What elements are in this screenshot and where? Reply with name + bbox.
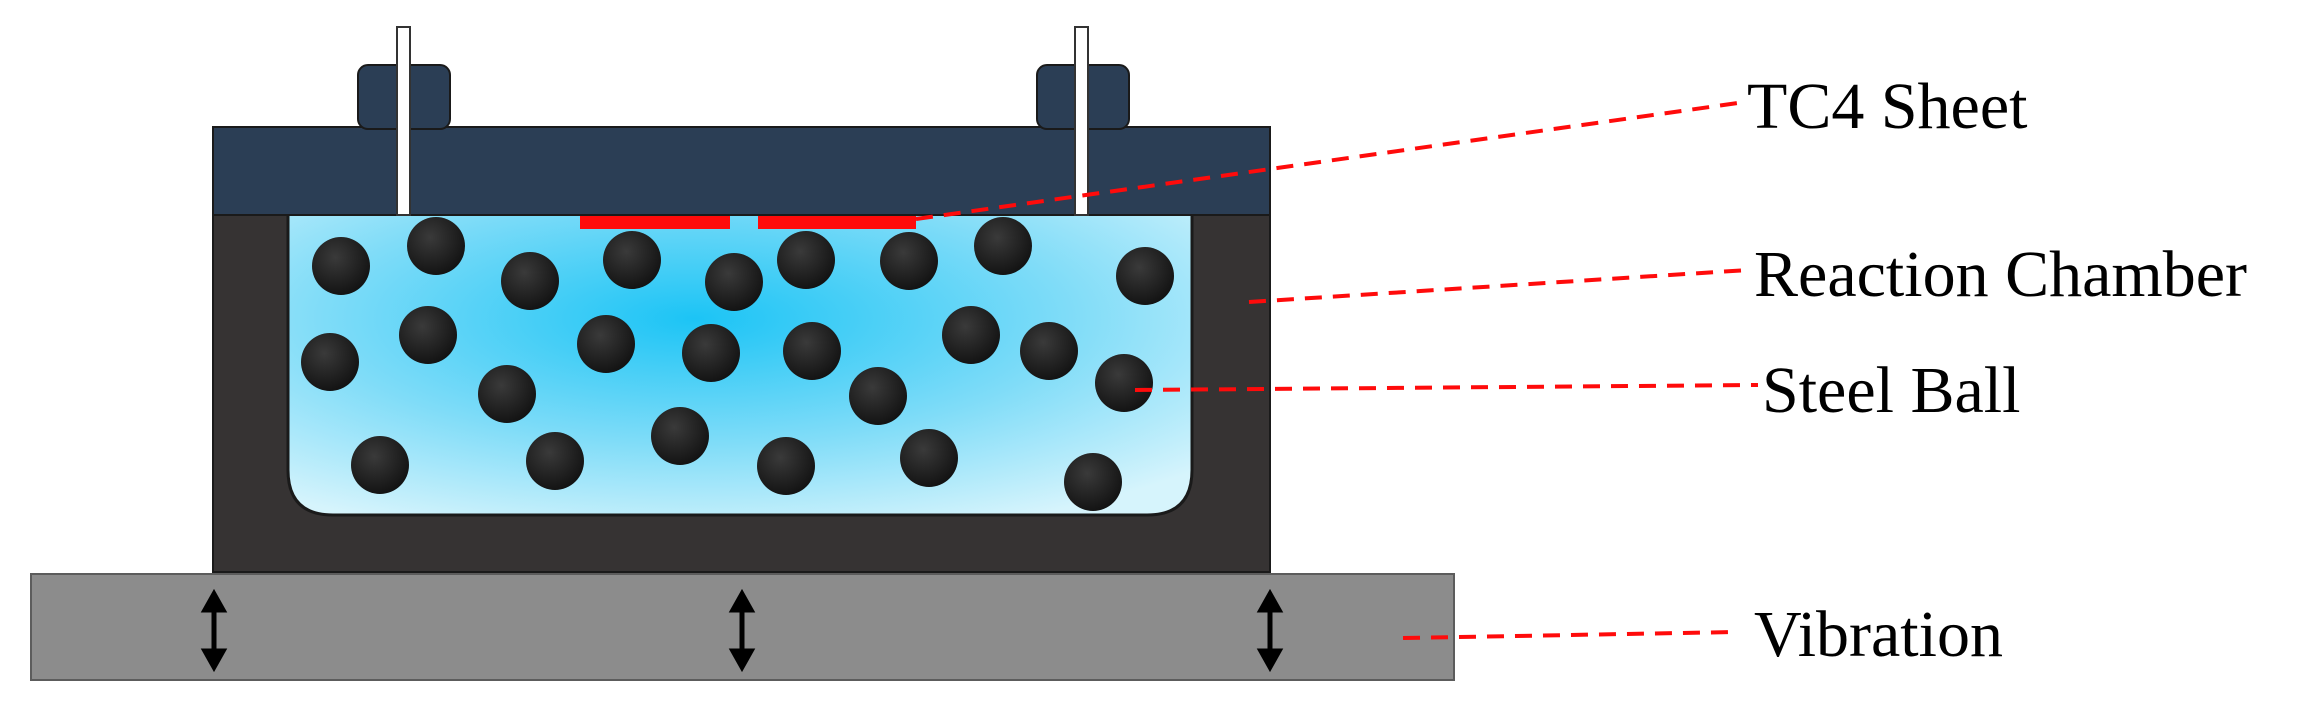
steel-ball (407, 217, 465, 275)
steel-ball (682, 324, 740, 382)
leader-line-reaction-chamber (1248, 268, 1749, 304)
steel-ball (777, 231, 835, 289)
label-tc4-sheet: TC4 Sheet (1747, 70, 2027, 143)
tc4-sheet-left (580, 216, 730, 229)
steel-ball (603, 231, 661, 289)
vibration-arrow-center (728, 588, 756, 673)
steel-ball (880, 232, 938, 290)
steel-ball (478, 365, 536, 423)
steel-ball (351, 436, 409, 494)
steel-ball (1020, 322, 1078, 380)
label-reaction-chamber: Reaction Chamber (1754, 238, 2247, 311)
chamber-lid (212, 126, 1271, 216)
steel-ball (1095, 354, 1153, 412)
steel-ball (526, 432, 584, 490)
steel-ball (974, 217, 1032, 275)
label-vibration: Vibration (1754, 598, 2003, 671)
steel-ball (501, 252, 559, 310)
label-steel-ball: Steel Ball (1762, 354, 2020, 427)
steel-ball (757, 437, 815, 495)
clamp-pin-right (1074, 26, 1089, 216)
vibration-arrow-left (200, 588, 228, 673)
steel-ball (301, 333, 359, 391)
steel-ball (1116, 247, 1174, 305)
steel-ball (577, 315, 635, 373)
steel-ball (900, 429, 958, 487)
vibration-arrow-right (1256, 588, 1284, 673)
steel-ball (1064, 453, 1122, 511)
steel-balls (301, 217, 1174, 511)
steel-ball (312, 237, 370, 295)
tc4-sheet-right (758, 216, 916, 229)
clamp-pin-left (396, 26, 411, 216)
steel-ball (399, 306, 457, 364)
steel-ball (783, 322, 841, 380)
steel-ball (651, 407, 709, 465)
leader-line-steel-ball (1134, 383, 1759, 392)
leader-lines (915, 101, 1759, 640)
steel-ball (705, 253, 763, 311)
steel-ball (942, 306, 1000, 364)
steel-ball (849, 367, 907, 425)
